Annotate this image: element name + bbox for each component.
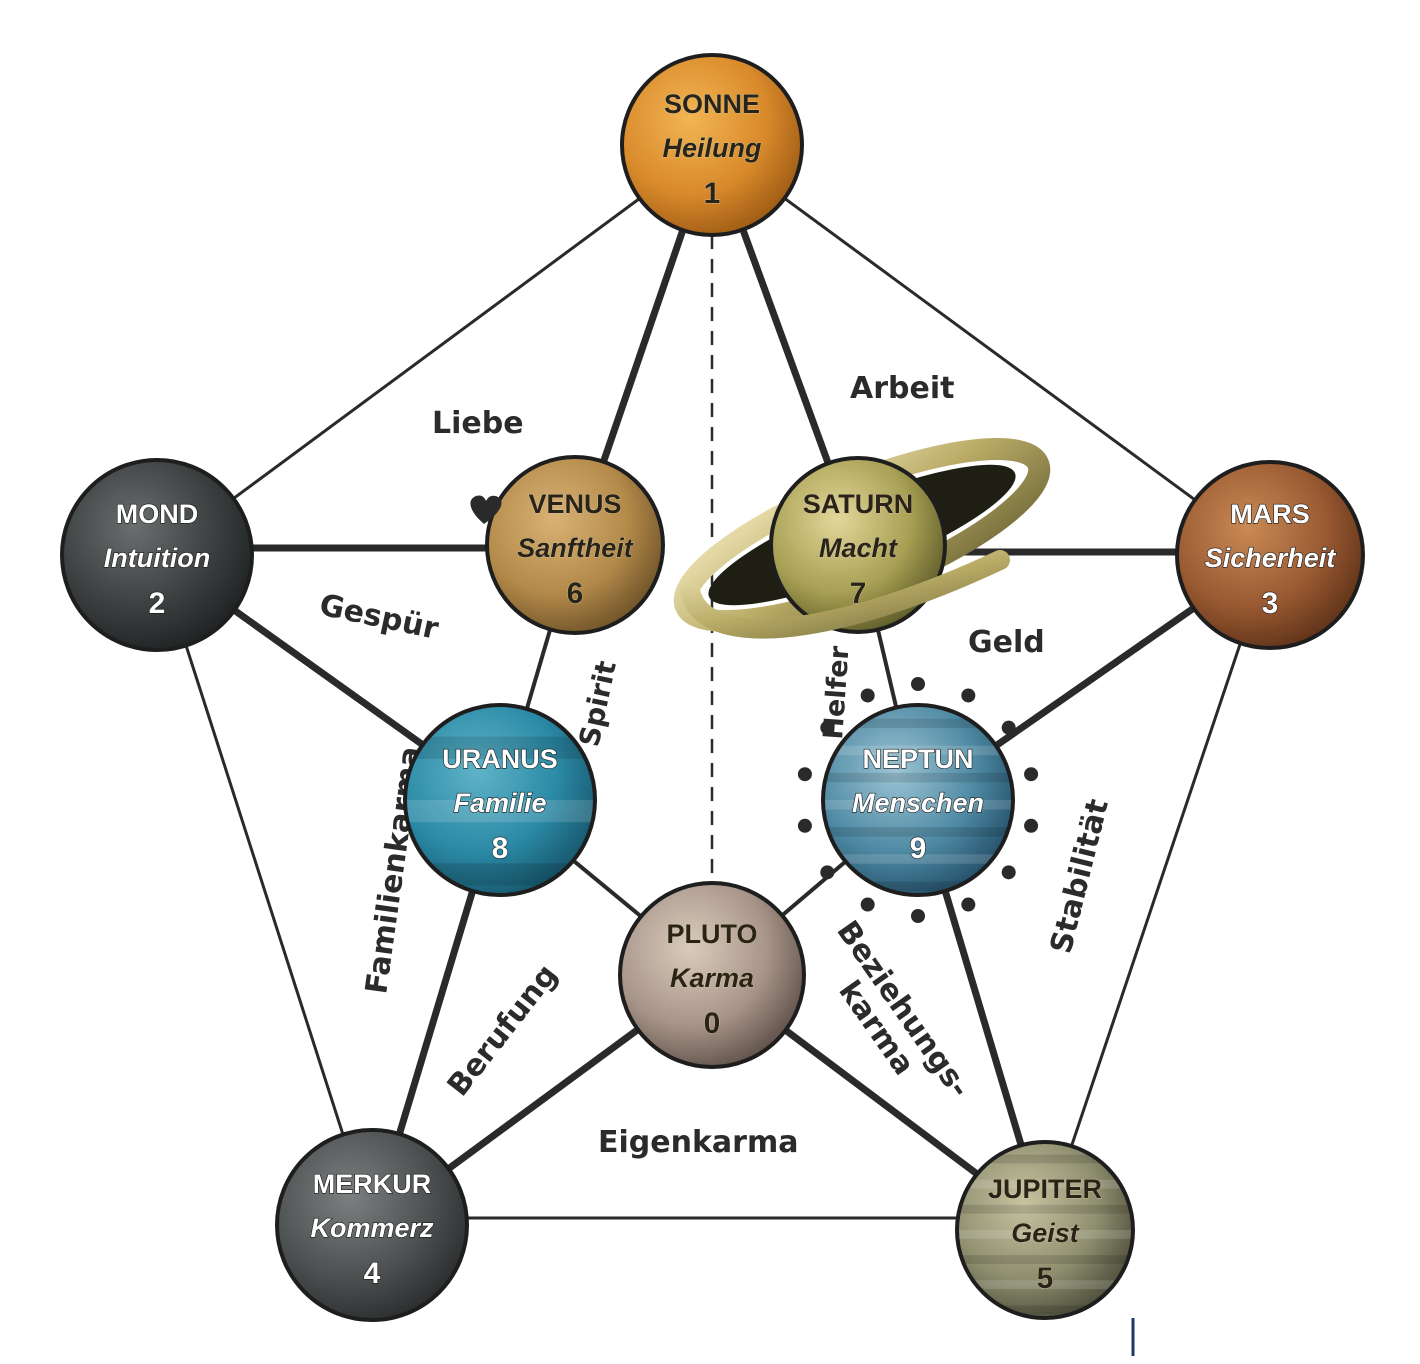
planet-name-saturn: SATURN	[803, 489, 914, 519]
neptun-dot	[797, 818, 812, 833]
neptun-dot	[797, 767, 812, 782]
planet-number-jupiter: 5	[1037, 1262, 1054, 1295]
planet-name-mond: MOND	[116, 499, 199, 529]
label-spirit: Spirit	[573, 658, 623, 750]
neptun-dot	[860, 897, 875, 912]
planet-disc-pluto	[618, 881, 806, 1069]
planet-disc-saturn	[769, 456, 947, 634]
neptun-dot	[820, 720, 835, 735]
planet-disc-neptun	[821, 703, 1015, 897]
planet-venus[interactable]: VENUS Sanftheit 6	[485, 455, 665, 635]
planet-mond[interactable]: MOND Intuition 2	[60, 458, 254, 652]
planet-saturn[interactable]: SATURN Macht 7	[769, 456, 947, 634]
label-eigenkarma: Eigenkarma	[598, 1125, 798, 1160]
edge-sonne-mars	[711, 143, 1271, 557]
planet-bands-jupiter	[959, 1154, 1131, 1315]
planet-mars[interactable]: MARS Sicherheit 3	[1175, 460, 1365, 650]
planet-number-mond: 2	[149, 587, 166, 620]
planet-theme-merkur: Kommerz	[310, 1213, 434, 1243]
edge-sonne-mond	[156, 143, 713, 557]
planet-pluto[interactable]: PLUTO Karma 0	[618, 881, 806, 1069]
label-berufung: Berufung	[441, 958, 565, 1103]
label-gespuer: Gespür	[316, 588, 441, 647]
planet-theme-sonne: Heilung	[663, 133, 763, 163]
planet-bands-neptun	[825, 718, 1011, 891]
neptun-dot	[860, 688, 875, 703]
planet-sonne[interactable]: SONNE Heilung 1	[620, 53, 804, 237]
planet-disc-venus	[485, 455, 665, 635]
saturn-ring-front	[680, 550, 1010, 639]
planet-uranus[interactable]: URANUS Familie 8	[403, 703, 597, 897]
planet-theme-venus: Sanftheit	[517, 533, 634, 563]
planet-theme-mond: Intuition	[104, 543, 210, 573]
label-liebe: Liebe	[432, 406, 524, 441]
neptun-dot	[820, 865, 835, 880]
neptun-dot	[1001, 720, 1016, 735]
planet-name-sonne: SONNE	[664, 89, 760, 119]
planet-disc-sonne	[620, 53, 804, 237]
planet-number-neptun: 9	[910, 832, 927, 865]
planet-bands-uranus	[407, 736, 593, 886]
planet-number-merkur: 4	[364, 1257, 381, 1290]
planet-name-merkur: MERKUR	[313, 1169, 432, 1199]
label-arbeit: Arbeit	[850, 371, 954, 406]
planet-name-uranus: URANUS	[442, 744, 558, 774]
planet-disc-jupiter	[955, 1140, 1135, 1320]
planet-name-mars: MARS	[1230, 499, 1310, 529]
planet-name-venus: VENUS	[528, 489, 621, 519]
planet-theme-mars: Sicherheit	[1205, 543, 1337, 573]
edge-mond-merkur	[155, 554, 374, 1226]
planet-disc-mond	[60, 458, 254, 652]
planet-theme-jupiter: Geist	[1011, 1218, 1080, 1248]
planet-theme-uranus: Familie	[453, 788, 546, 818]
planet-name-neptun: NEPTUN	[862, 744, 973, 774]
neptun-dot	[961, 897, 976, 912]
planet-disc-merkur	[275, 1128, 469, 1322]
planet-number-mars: 3	[1262, 587, 1279, 620]
neptun-dot	[961, 688, 976, 703]
planet-name-jupiter: JUPITER	[988, 1174, 1102, 1204]
neptun-dot	[1024, 818, 1039, 833]
planet-number-saturn: 7	[850, 577, 867, 610]
heart-icon	[470, 495, 502, 524]
planet-jupiter[interactable]: JUPITER Geist 5	[955, 1140, 1135, 1320]
planets: SONNE Heilung 1 MOND Intuition 2 MARS Sicherh…	[60, 53, 1365, 1322]
edge-mars-jupiter	[1043, 554, 1272, 1226]
neptun-dot	[911, 909, 925, 923]
label-stabilitaet: Stabilität	[1044, 796, 1116, 957]
planet-theme-saturn: Macht	[819, 533, 898, 563]
planet-merkur[interactable]: MERKUR Kommerz 4	[275, 1128, 469, 1322]
planet-name-pluto: PLUTO	[666, 919, 757, 949]
neptun-dot	[1024, 767, 1039, 782]
planet-disc-uranus	[403, 703, 597, 897]
planet-neptun[interactable]: NEPTUN Menschen 9	[821, 703, 1015, 897]
planet-number-venus: 6	[567, 577, 584, 610]
label-geld: Geld	[968, 625, 1045, 660]
planet-theme-neptun: Menschen	[852, 788, 984, 818]
neptun-dot-ring	[797, 677, 1039, 923]
planet-disc-mars	[1175, 460, 1365, 650]
planet-number-uranus: 8	[492, 832, 509, 865]
planet-theme-pluto: Karma	[670, 963, 754, 993]
neptun-dot	[1001, 865, 1016, 880]
neptun-dot	[911, 677, 925, 691]
planet-number-sonne: 1	[704, 177, 721, 210]
planet-number-pluto: 0	[704, 1007, 721, 1040]
